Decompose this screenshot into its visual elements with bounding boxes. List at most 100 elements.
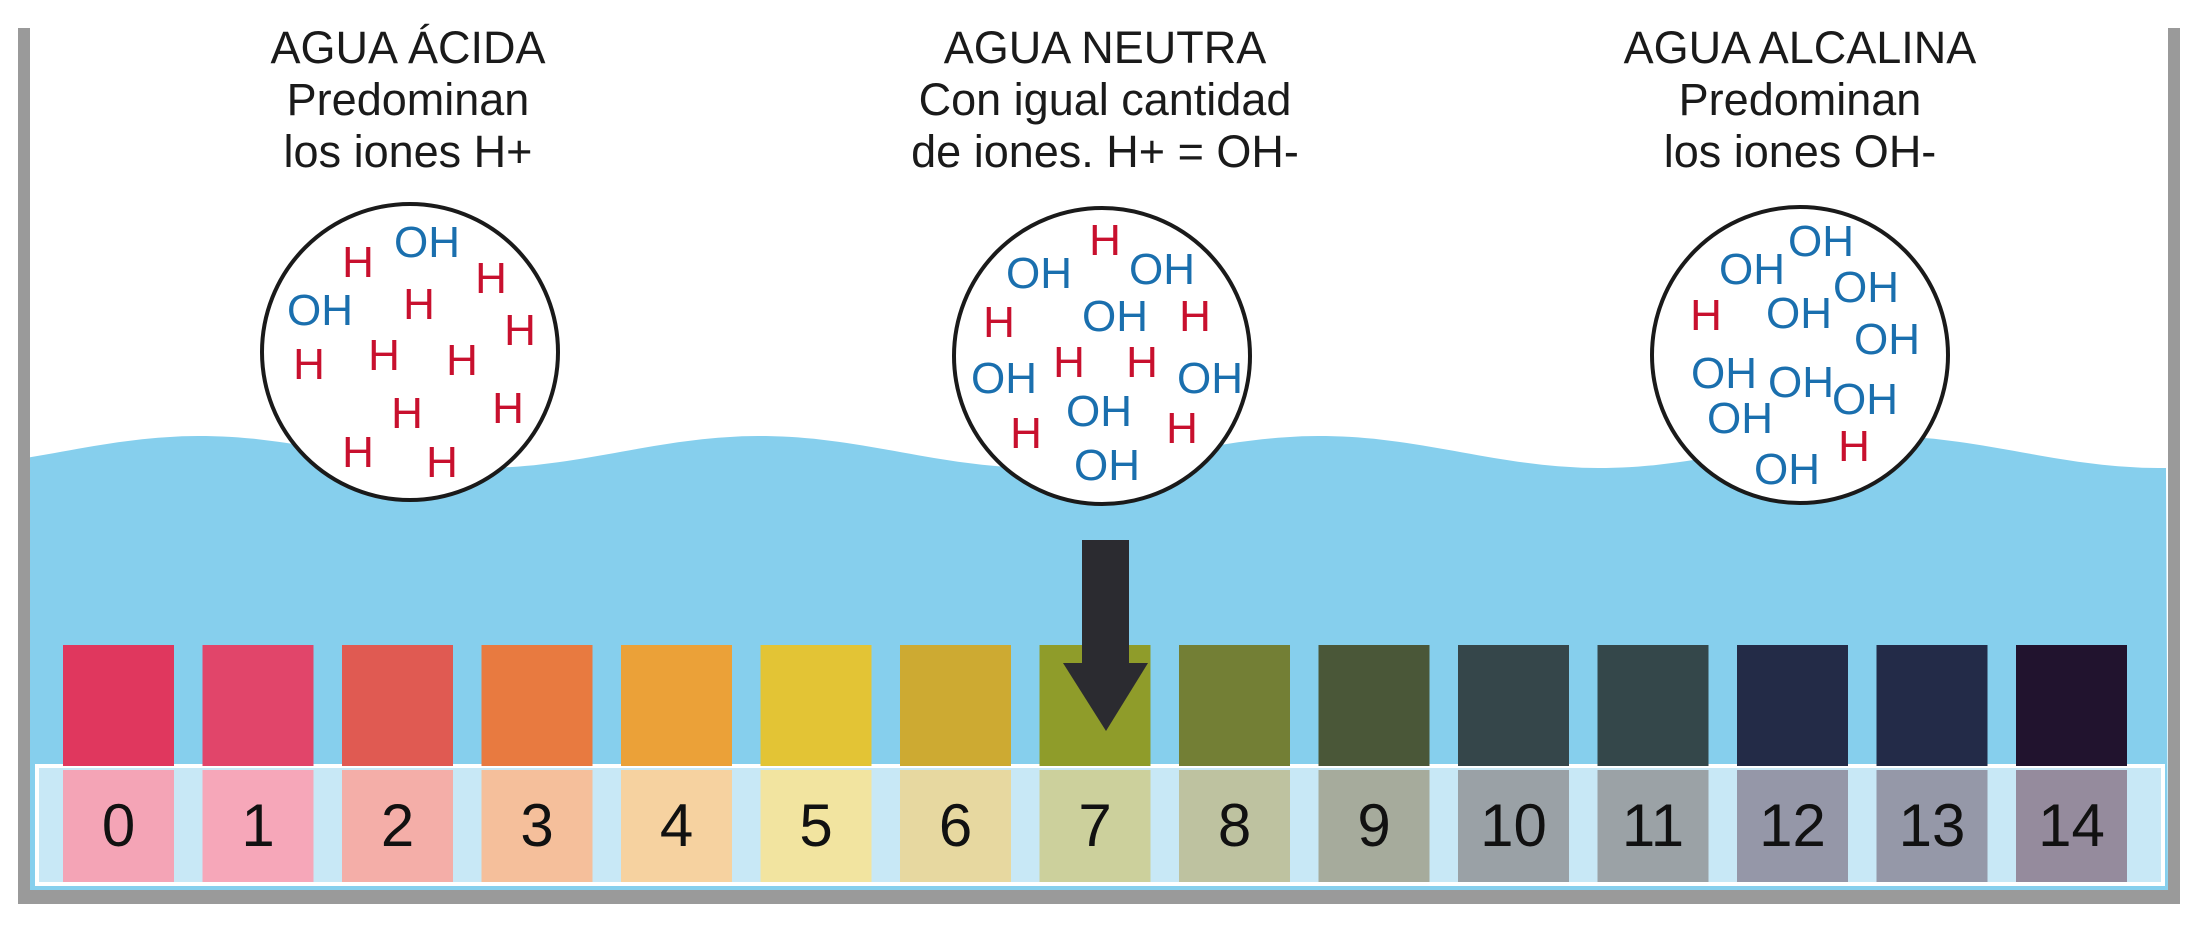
alkaline-ion-oh: OH: [1691, 349, 1757, 398]
ph-number-label-0: 0: [102, 792, 135, 859]
ph-number-tile-13: [1876, 770, 1988, 882]
neutral-line1: Con igual cantidad: [918, 74, 1292, 125]
acid-ion-h: H: [368, 331, 400, 380]
neutral-ion-h: H: [1010, 409, 1042, 458]
ph-number-tile-2: [342, 770, 453, 882]
neutral-ion-h: H: [983, 298, 1015, 347]
ph-color-swatch-6: [900, 645, 1011, 766]
ph-color-swatch-10: [1458, 645, 1569, 766]
ph-color-swatch-3: [481, 645, 593, 766]
acid-water-title: AGUA ÁCIDA Predominan los iones H+: [128, 22, 688, 178]
neutral-water-title: AGUA NEUTRA Con igual cantidad de iones.…: [825, 22, 1385, 178]
ph-color-swatch-13: [1876, 645, 1988, 766]
container-right-wall: [2168, 28, 2180, 904]
acid-ion-h: H: [403, 280, 435, 329]
neutral-ion-oh: OH: [1129, 245, 1195, 294]
acid-ion-h: H: [492, 384, 524, 433]
alkaline-ion-h: H: [1838, 422, 1870, 471]
acid-ion-h: H: [342, 238, 374, 287]
alkaline-ion-oh: OH: [1719, 245, 1785, 294]
alkaline-ion-oh: OH: [1766, 289, 1832, 338]
ph-color-swatch-5: [760, 645, 872, 766]
alkaline-ion-oh: OH: [1754, 445, 1820, 494]
neutral-ion-oh: OH: [1066, 387, 1132, 436]
ph-color-swatch-8: [1179, 645, 1290, 766]
down-arrow-icon: [1063, 663, 1148, 731]
ph-color-swatch-9: [1318, 645, 1430, 766]
acid-ion-h: H: [475, 254, 507, 303]
container-floor: [18, 890, 2180, 904]
alkaline-ion-oh: OH: [1833, 263, 1899, 312]
acid-ion-h: H: [391, 389, 423, 438]
acid-line2: los iones H+: [283, 126, 533, 177]
ph-number-label-3: 3: [520, 792, 553, 859]
acid-ion-h: H: [446, 336, 478, 385]
neutral-ion-oh: OH: [1074, 441, 1140, 490]
ph-number-label-2: 2: [381, 792, 414, 859]
neutral-ion-oh: OH: [1006, 249, 1072, 298]
ph-number-label-11: 11: [1622, 792, 1684, 859]
ph-number-label-14: 14: [2038, 792, 2105, 859]
ph-number-label-5: 5: [799, 792, 832, 859]
ph-number-label-7: 7: [1078, 792, 1111, 859]
ph-number-tile-3: [481, 770, 593, 882]
ph-color-swatch-11: [1597, 645, 1709, 766]
neutral-ion-h: H: [1179, 292, 1211, 341]
ph-number-tile-12: [1737, 770, 1848, 882]
alkaline-ion-oh: OH: [1788, 217, 1854, 266]
ph-color-swatch-12: [1737, 645, 1848, 766]
acid-ion-oh: OH: [287, 286, 353, 335]
ph-number-tile-9: [1318, 770, 1430, 882]
alkaline-line1: Predominan: [1678, 74, 1922, 125]
ph-color-swatch-0: [63, 645, 174, 766]
ph-number-label-4: 4: [660, 792, 693, 859]
neutral-ion-h: H: [1166, 404, 1198, 453]
ph-color-swatch-4: [621, 645, 732, 766]
neutral-ion-h: H: [1089, 216, 1121, 265]
alkaline-ion-h: H: [1690, 291, 1722, 340]
container-left-wall: [18, 28, 30, 904]
ph-number-tile-11: [1597, 770, 1709, 882]
ph-number-tile-8: [1179, 770, 1290, 882]
acid-circle-outline: [260, 202, 560, 502]
alkaline-water-title: AGUA ALCALINA Predominan los iones OH-: [1520, 22, 2080, 178]
ph-number-label-1: 1: [241, 792, 274, 859]
alkaline-ion-oh: OH: [1768, 358, 1834, 407]
neutral-ion-h: H: [1053, 338, 1085, 387]
ph-number-tile-1: [202, 770, 314, 882]
alkaline-circle-outline: [1650, 205, 1950, 505]
acid-heading: AGUA ÁCIDA: [270, 22, 546, 73]
acid-ion-h: H: [342, 428, 374, 477]
ph-color-swatch-1: [202, 645, 314, 766]
ph-number-label-6: 6: [939, 792, 972, 859]
neutral-line2: de iones. H+ = OH-: [911, 126, 1299, 177]
ph-number-tile-10: [1458, 770, 1569, 882]
ph-color-swatch-2: [342, 645, 453, 766]
ph-number-tile-14: [2016, 770, 2127, 882]
ph-number-label-13: 13: [1899, 792, 1966, 859]
ph-number-label-9: 9: [1357, 792, 1390, 859]
neutral-ion-oh: OH: [971, 354, 1037, 403]
acid-ion-h: H: [293, 340, 325, 389]
acid-ion-h: H: [504, 306, 536, 355]
acid-ion-oh: OH: [394, 218, 460, 267]
arrow-shaft: [1082, 540, 1129, 670]
ph-number-tile-6: [900, 770, 1011, 882]
ph-color-swatch-14: [2016, 645, 2127, 766]
neutral-ion-oh: OH: [1082, 292, 1148, 341]
ph-number-label-12: 12: [1759, 792, 1826, 859]
acid-ion-h: H: [426, 438, 458, 487]
neutral-ion-h: H: [1126, 338, 1158, 387]
ph-number-tile-0: [63, 770, 174, 882]
alkaline-heading: AGUA ALCALINA: [1623, 22, 1977, 73]
alkaline-ion-oh: OH: [1854, 315, 1920, 364]
ph-number-label-10: 10: [1480, 792, 1547, 859]
ph-number-tile-5: [760, 770, 872, 882]
alkaline-line2: los iones OH-: [1663, 126, 1937, 177]
ph-number-tile-7: [1039, 770, 1151, 882]
